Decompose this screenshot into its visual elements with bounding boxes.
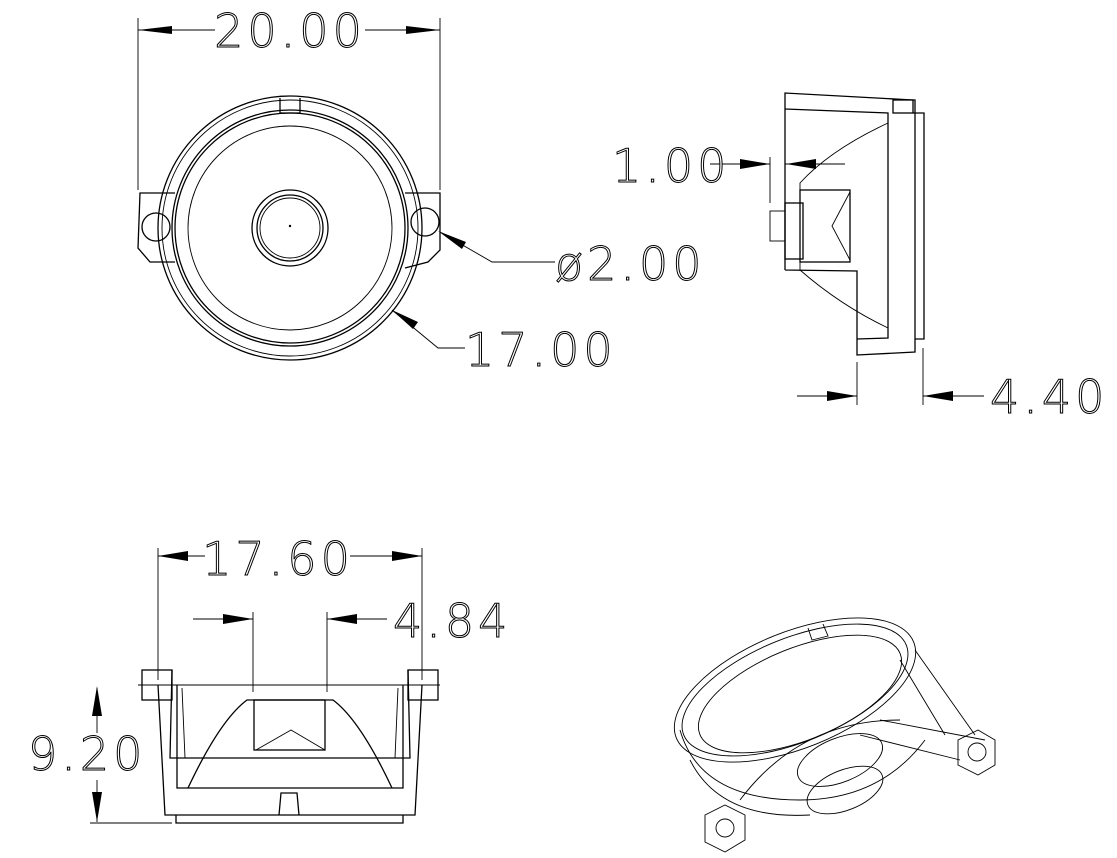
dim-lens-4-84: 4.84: [393, 594, 511, 648]
dim-diameter-17: 17.00: [465, 323, 617, 377]
mount-hole-right: [410, 207, 440, 237]
dim-height-9-20: 9.20: [28, 727, 146, 781]
mount-hole-left: [141, 212, 171, 242]
dim-depth-4-40: 4.40: [990, 370, 1108, 424]
top-view: 20.00 ø2.00 17.00: [137, 4, 706, 378]
dim-offset-1: 1.00: [612, 139, 730, 193]
isometric-view: [673, 617, 996, 853]
front-view: 17.60 4.84 9.20: [28, 532, 511, 824]
dim-hole-diameter: ø2.00: [555, 237, 706, 291]
side-view: 1.00 4.40: [612, 92, 1108, 425]
lens-outer: [251, 189, 329, 267]
mount-tab-left: [137, 192, 175, 263]
dim-width-17-60: 17.60: [202, 532, 354, 586]
dim-width-20: 20.00: [214, 4, 366, 58]
